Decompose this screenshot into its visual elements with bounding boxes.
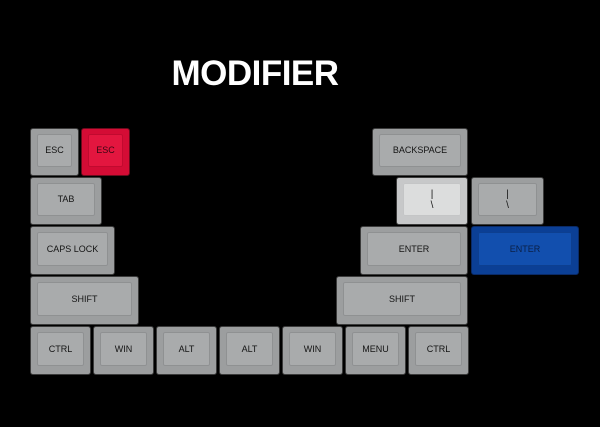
right-shift-keycap-top: SHIFT [343,282,461,316]
left-win-keycap-top: WIN [100,332,147,366]
esc-red-key-label: ESC [96,145,115,155]
page-title: MODIFIER [171,54,339,93]
left-shift-key[interactable]: SHIFT [30,276,139,325]
left-ctrl-keycap-top: CTRL [37,332,84,366]
right-win-key-label: WIN [303,343,322,354]
tab-key-label: TAB [57,194,75,204]
menu-keycap-top: MENU [352,332,399,366]
left-shift-key-label: SHIFT [71,293,98,304]
enter-keycap-top: ENTER [367,232,461,266]
right-shift-key[interactable]: SHIFT [336,276,468,325]
esc-red-keycap-top: ESC [88,134,123,167]
enter-key-blue[interactable]: ENTER [471,226,579,275]
backspace-keycap-top: BACKSPACE [379,134,461,167]
backslash-light-key-bottom-label: \ [430,199,434,211]
caps-lock-key[interactable]: CAPS LOCK [30,226,115,275]
backslash-grey-key-top-label: | [506,188,509,200]
backslash-grey-keycap-top: | \ [478,183,537,216]
tab-key[interactable]: TAB [30,177,102,225]
esc-key-label: ESC [45,145,64,155]
esc-key-red[interactable]: ESC [81,128,130,176]
right-win-key[interactable]: WIN [282,326,343,375]
backslash-grey-key-bottom-label: \ [506,199,509,211]
right-ctrl-key[interactable]: CTRL [408,326,469,375]
menu-key[interactable]: MENU [345,326,406,375]
backslash-key-light[interactable]: | \ [396,177,468,225]
enter-key-label: ENTER [398,243,430,254]
tab-keycap-top: TAB [37,183,95,216]
right-alt-key[interactable]: ALT [219,326,280,375]
left-shift-keycap-top: SHIFT [37,282,132,316]
left-alt-key[interactable]: ALT [156,326,217,375]
backspace-key[interactable]: BACKSPACE [372,128,468,176]
right-win-keycap-top: WIN [289,332,336,366]
left-win-key-label: WIN [114,343,133,354]
right-ctrl-key-label: CTRL [426,343,451,354]
esc-key[interactable]: ESC [30,128,79,176]
menu-key-label: MENU [362,343,389,354]
left-ctrl-key[interactable]: CTRL [30,326,91,375]
esc-keycap-top: ESC [37,134,72,167]
right-alt-keycap-top: ALT [226,332,273,366]
backspace-key-label: BACKSPACE [392,145,448,155]
caps-lock-key-label: CAPS LOCK [46,243,99,254]
backslash-light-key-top-label: | [430,188,434,200]
right-alt-key-label: ALT [241,343,258,354]
right-shift-key-label: SHIFT [389,293,415,304]
enter-blue-key-label: ENTER [509,243,541,254]
right-ctrl-keycap-top: CTRL [415,332,462,366]
backslash-light-keycap-top: | \ [403,183,461,216]
left-ctrl-key-label: CTRL [48,343,73,354]
backslash-key-grey[interactable]: | \ [471,177,544,225]
left-alt-key-label: ALT [178,343,195,354]
enter-key[interactable]: ENTER [360,226,468,275]
caps-lock-keycap-top: CAPS LOCK [37,232,108,266]
left-win-key[interactable]: WIN [93,326,154,375]
left-alt-keycap-top: ALT [163,332,210,366]
enter-blue-keycap-top: ENTER [478,232,572,266]
